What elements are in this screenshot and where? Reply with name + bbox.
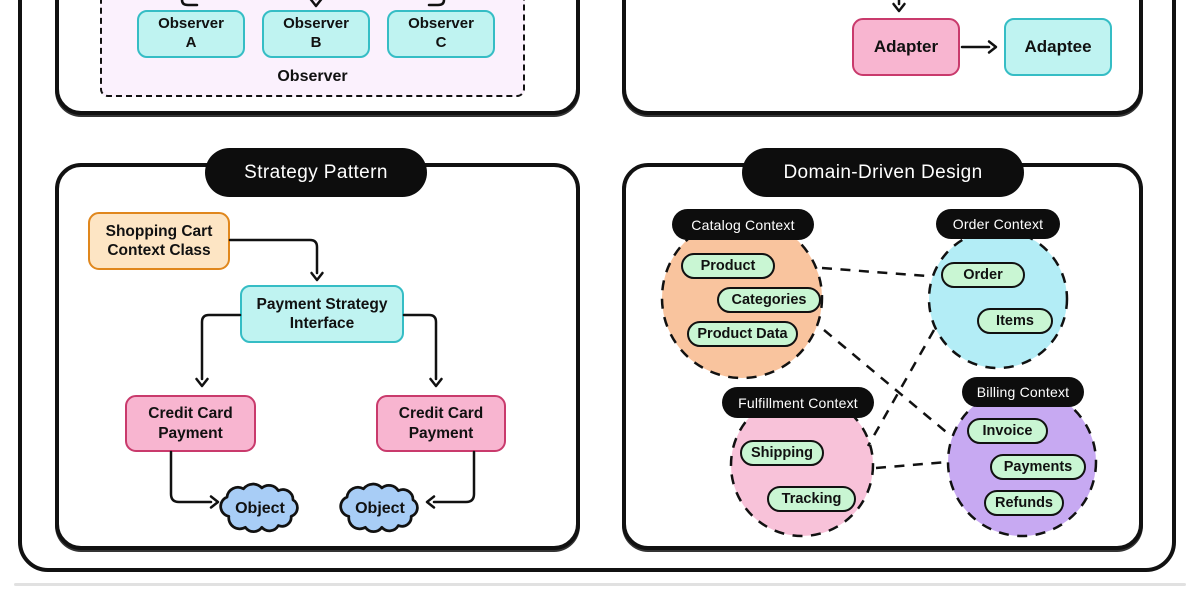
cloud-shape bbox=[339, 482, 419, 533]
adaptee-label: Adaptee bbox=[1024, 37, 1092, 57]
strategy-pattern-title-pill: Strategy Pattern bbox=[205, 148, 427, 197]
fulfillment-context-pill: Fulfillment Context bbox=[722, 387, 874, 418]
adapter-box: Adapter bbox=[852, 18, 960, 76]
item-pill-tracking: Tracking bbox=[767, 486, 856, 512]
categories-label: Categories bbox=[731, 292, 807, 308]
shopping-cart-line1: Shopping Cart bbox=[105, 222, 213, 240]
ccp-left-line2: Payment bbox=[158, 424, 223, 442]
catalog-context-pill: Catalog Context bbox=[672, 209, 814, 240]
item-pill-product: Product bbox=[681, 253, 775, 279]
observer-c-line2: C bbox=[435, 34, 447, 51]
product-data-label: Product Data bbox=[697, 326, 788, 342]
object-cloud-left-label: Object bbox=[235, 500, 285, 517]
cloud-shape bbox=[219, 482, 299, 533]
invoice-label: Invoice bbox=[982, 423, 1033, 439]
item-pill-invoice: Invoice bbox=[967, 418, 1048, 444]
catalog-context-name: Catalog Context bbox=[691, 216, 795, 233]
adaptee-box: Adaptee bbox=[1004, 18, 1112, 76]
item-pill-shipping: Shipping bbox=[740, 440, 824, 466]
shopping-cart-line2: Context Class bbox=[107, 242, 211, 259]
item-pill-order: Order bbox=[941, 262, 1025, 288]
object-cloud-right-label: Object bbox=[355, 500, 405, 517]
credit-card-payment-box-left: Credit Card Payment bbox=[125, 395, 256, 452]
billing-context-pill: Billing Context bbox=[962, 377, 1084, 407]
order-label: Order bbox=[963, 267, 1003, 283]
credit-card-payment-box-right: Credit Card Payment bbox=[376, 395, 506, 452]
order-context-name: Order Context bbox=[952, 216, 1044, 232]
order-context-circle bbox=[929, 230, 1067, 368]
payment-strategy-line1: Payment Strategy bbox=[256, 295, 388, 313]
item-pill-product-data: Product Data bbox=[687, 321, 798, 347]
adapter-label: Adapter bbox=[873, 37, 939, 57]
ddd-title-pill: Domain-Driven Design bbox=[742, 148, 1024, 197]
order-context-pill: Order Context bbox=[936, 209, 1060, 239]
observer-b-line2: B bbox=[310, 34, 322, 51]
strategy-pattern-title: Strategy Pattern bbox=[244, 161, 388, 183]
observer-c-box: Observer C bbox=[387, 10, 495, 58]
object-cloud-left bbox=[219, 482, 299, 533]
payments-label: Payments bbox=[1003, 459, 1073, 475]
item-pill-payments: Payments bbox=[990, 454, 1086, 480]
observer-a-line2: A bbox=[185, 34, 197, 51]
object-cloud-right bbox=[339, 482, 419, 533]
item-pill-items: Items bbox=[977, 308, 1053, 334]
observer-b-box: Observer B bbox=[262, 10, 370, 58]
tracking-label: Tracking bbox=[781, 491, 842, 507]
refunds-label: Refunds bbox=[995, 495, 1053, 511]
ccp-right-line1: Credit Card bbox=[398, 405, 484, 423]
observer-a-line1: Observer bbox=[158, 15, 224, 33]
product-label: Product bbox=[700, 258, 756, 274]
observer-a-box: Observer A bbox=[137, 10, 245, 58]
ccp-left-line1: Credit Card bbox=[148, 405, 233, 423]
ccp-right-line2: Payment bbox=[408, 424, 474, 442]
ddd-title: Domain-Driven Design bbox=[783, 161, 983, 183]
bottom-divider-shade bbox=[14, 583, 1186, 586]
items-label: Items bbox=[996, 313, 1034, 329]
payment-strategy-interface-box: Payment Strategy Interface bbox=[240, 285, 404, 343]
observer-group-label: Observer bbox=[277, 68, 348, 85]
item-pill-categories: Categories bbox=[717, 287, 821, 313]
payment-strategy-line2: Interface bbox=[289, 315, 355, 332]
billing-context-name: Billing Context bbox=[976, 384, 1070, 400]
observer-c-line1: Observer bbox=[408, 15, 474, 33]
item-pill-refunds: Refunds bbox=[984, 490, 1064, 516]
shipping-label: Shipping bbox=[750, 445, 813, 461]
shopping-cart-context-box: Shopping Cart Context Class bbox=[88, 212, 230, 270]
observer-b-line1: Observer bbox=[283, 15, 349, 33]
fulfillment-context-name: Fulfillment Context bbox=[738, 394, 858, 411]
